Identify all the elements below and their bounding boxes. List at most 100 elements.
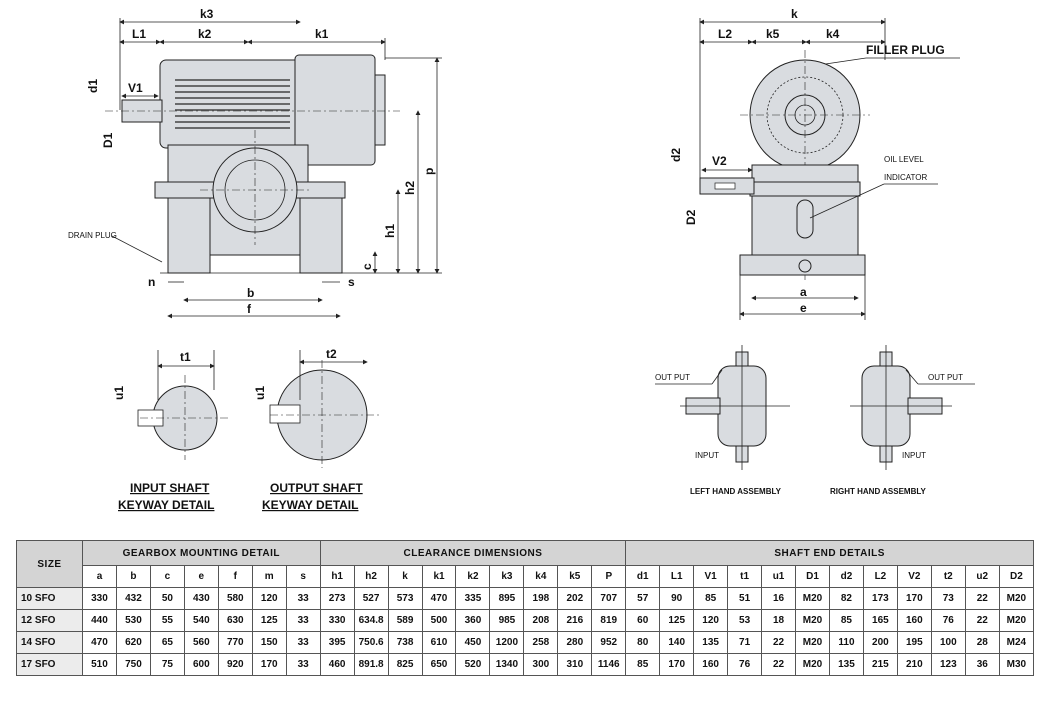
output-keyway-caption-2: KEYWAY DETAIL [262, 498, 358, 512]
column-header: P [591, 565, 627, 588]
table-cell: 330 [82, 587, 117, 610]
end-cap [374, 74, 386, 146]
dim-h1: h1 [383, 224, 397, 238]
table-cell: 440 [82, 609, 117, 632]
table-cell: 90 [659, 587, 695, 610]
table-cell: 160 [693, 653, 729, 676]
table-cell: 135 [693, 631, 729, 654]
table-cell: 620 [115, 631, 151, 654]
table-cell: M20 [998, 587, 1035, 610]
table-cell: 573 [387, 587, 423, 610]
table-cell: 738 [387, 631, 423, 654]
left-foot [167, 197, 211, 274]
dim-k3: k3 [200, 7, 214, 21]
table-cell: 510 [82, 653, 117, 676]
table-cell: 560 [183, 631, 219, 654]
table-cell: M20 [795, 587, 830, 610]
table-cell: 173 [862, 587, 898, 610]
dim-d2: d2 [669, 148, 683, 162]
table-cell: 580 [217, 587, 253, 610]
right-input-label: INPUT [902, 451, 926, 460]
column-header: t2 [930, 565, 966, 588]
table-cell: 330 [319, 609, 355, 632]
table-cell: 71 [727, 631, 763, 654]
column-header: f [217, 565, 253, 588]
table-cell: 33 [285, 653, 321, 676]
table-cell: 22 [964, 587, 1000, 610]
table-cell: 22 [964, 609, 1000, 632]
table-cell: 208 [523, 609, 559, 632]
table-cell: 300 [523, 653, 559, 676]
table-cell: 123 [930, 653, 966, 676]
table-cell: 1340 [489, 653, 525, 676]
table-cell: 985 [489, 609, 525, 632]
table-cell: 430 [183, 587, 219, 610]
table-cell: 202 [557, 587, 593, 610]
size-cell: 10 SFO [16, 587, 83, 610]
input-keyway-detail: t1 u1 INPUT SHAFT KEYWAY DETAIL [112, 350, 230, 512]
size-cell: 17 SFO [16, 653, 83, 676]
dim-V2: V2 [712, 154, 727, 168]
group-gearbox-mounting: GEARBOX MOUNTING DETAIL [82, 540, 321, 566]
column-header: a [82, 565, 117, 588]
table-cell: 360 [455, 609, 491, 632]
table-cell: 450 [455, 631, 491, 654]
table-cell: 650 [421, 653, 457, 676]
left-input-label: INPUT [695, 451, 719, 460]
dim-b: b [247, 286, 254, 300]
column-header: u1 [761, 565, 797, 588]
table-cell: 53 [727, 609, 763, 632]
table-cell: 273 [319, 587, 355, 610]
size-header: SIZE [16, 540, 83, 588]
dim-e: e [800, 301, 807, 315]
table-cell: 819 [591, 609, 627, 632]
dim-L1: L1 [132, 27, 146, 41]
table-cell: 150 [251, 631, 287, 654]
input-keyway-caption-2: KEYWAY DETAIL [118, 498, 214, 512]
table-cell: 891.8 [353, 653, 389, 676]
table-cell: 82 [828, 587, 864, 610]
table-cell: 135 [828, 653, 864, 676]
dimension-table: SIZE GEARBOX MOUNTING DETAIL CLEARANCE D… [16, 540, 1035, 676]
table-cell: 470 [82, 631, 117, 654]
table-cell: 750.6 [353, 631, 389, 654]
table-cell: 210 [896, 653, 932, 676]
filler-plug-label: FILLER PLUG [866, 43, 945, 57]
column-header: b [115, 565, 151, 588]
left-output-label: OUT PUT [655, 373, 690, 382]
table-cell: 75 [149, 653, 185, 676]
table-cell: 470 [421, 587, 457, 610]
table-cell: 33 [285, 609, 321, 632]
column-header: u2 [964, 565, 1000, 588]
table-cell: 750 [115, 653, 151, 676]
table-cell: 76 [727, 653, 763, 676]
dim-t2: t2 [326, 347, 337, 361]
dim-L2: L2 [718, 27, 732, 41]
column-header: d1 [625, 565, 661, 588]
table-cell: 195 [896, 631, 932, 654]
table-cell: 895 [489, 587, 525, 610]
table-cell: 120 [693, 609, 729, 632]
table-cell: 952 [591, 631, 627, 654]
left-assembly-caption: LEFT HAND ASSEMBLY [690, 487, 782, 496]
output-keyway-caption-1: OUTPUT SHAFT [270, 481, 363, 495]
table-cell: 825 [387, 653, 423, 676]
table-cell: 540 [183, 609, 219, 632]
dim-s: s [348, 275, 355, 289]
table-cell: M20 [795, 609, 830, 632]
column-header: h2 [353, 565, 389, 588]
group-clearance-dimensions: CLEARANCE DIMENSIONS [319, 540, 627, 566]
column-header: V1 [693, 565, 729, 588]
table-cell: 36 [964, 653, 1000, 676]
column-header: V2 [896, 565, 932, 588]
table-cell: 200 [862, 631, 898, 654]
table-cell: 85 [625, 653, 661, 676]
column-header: t1 [727, 565, 763, 588]
table-cell: 198 [523, 587, 559, 610]
table-group-header-row: SIZE GEARBOX MOUNTING DETAIL CLEARANCE D… [16, 540, 1034, 588]
table-cell: 33 [285, 631, 321, 654]
table-cell: 395 [319, 631, 355, 654]
